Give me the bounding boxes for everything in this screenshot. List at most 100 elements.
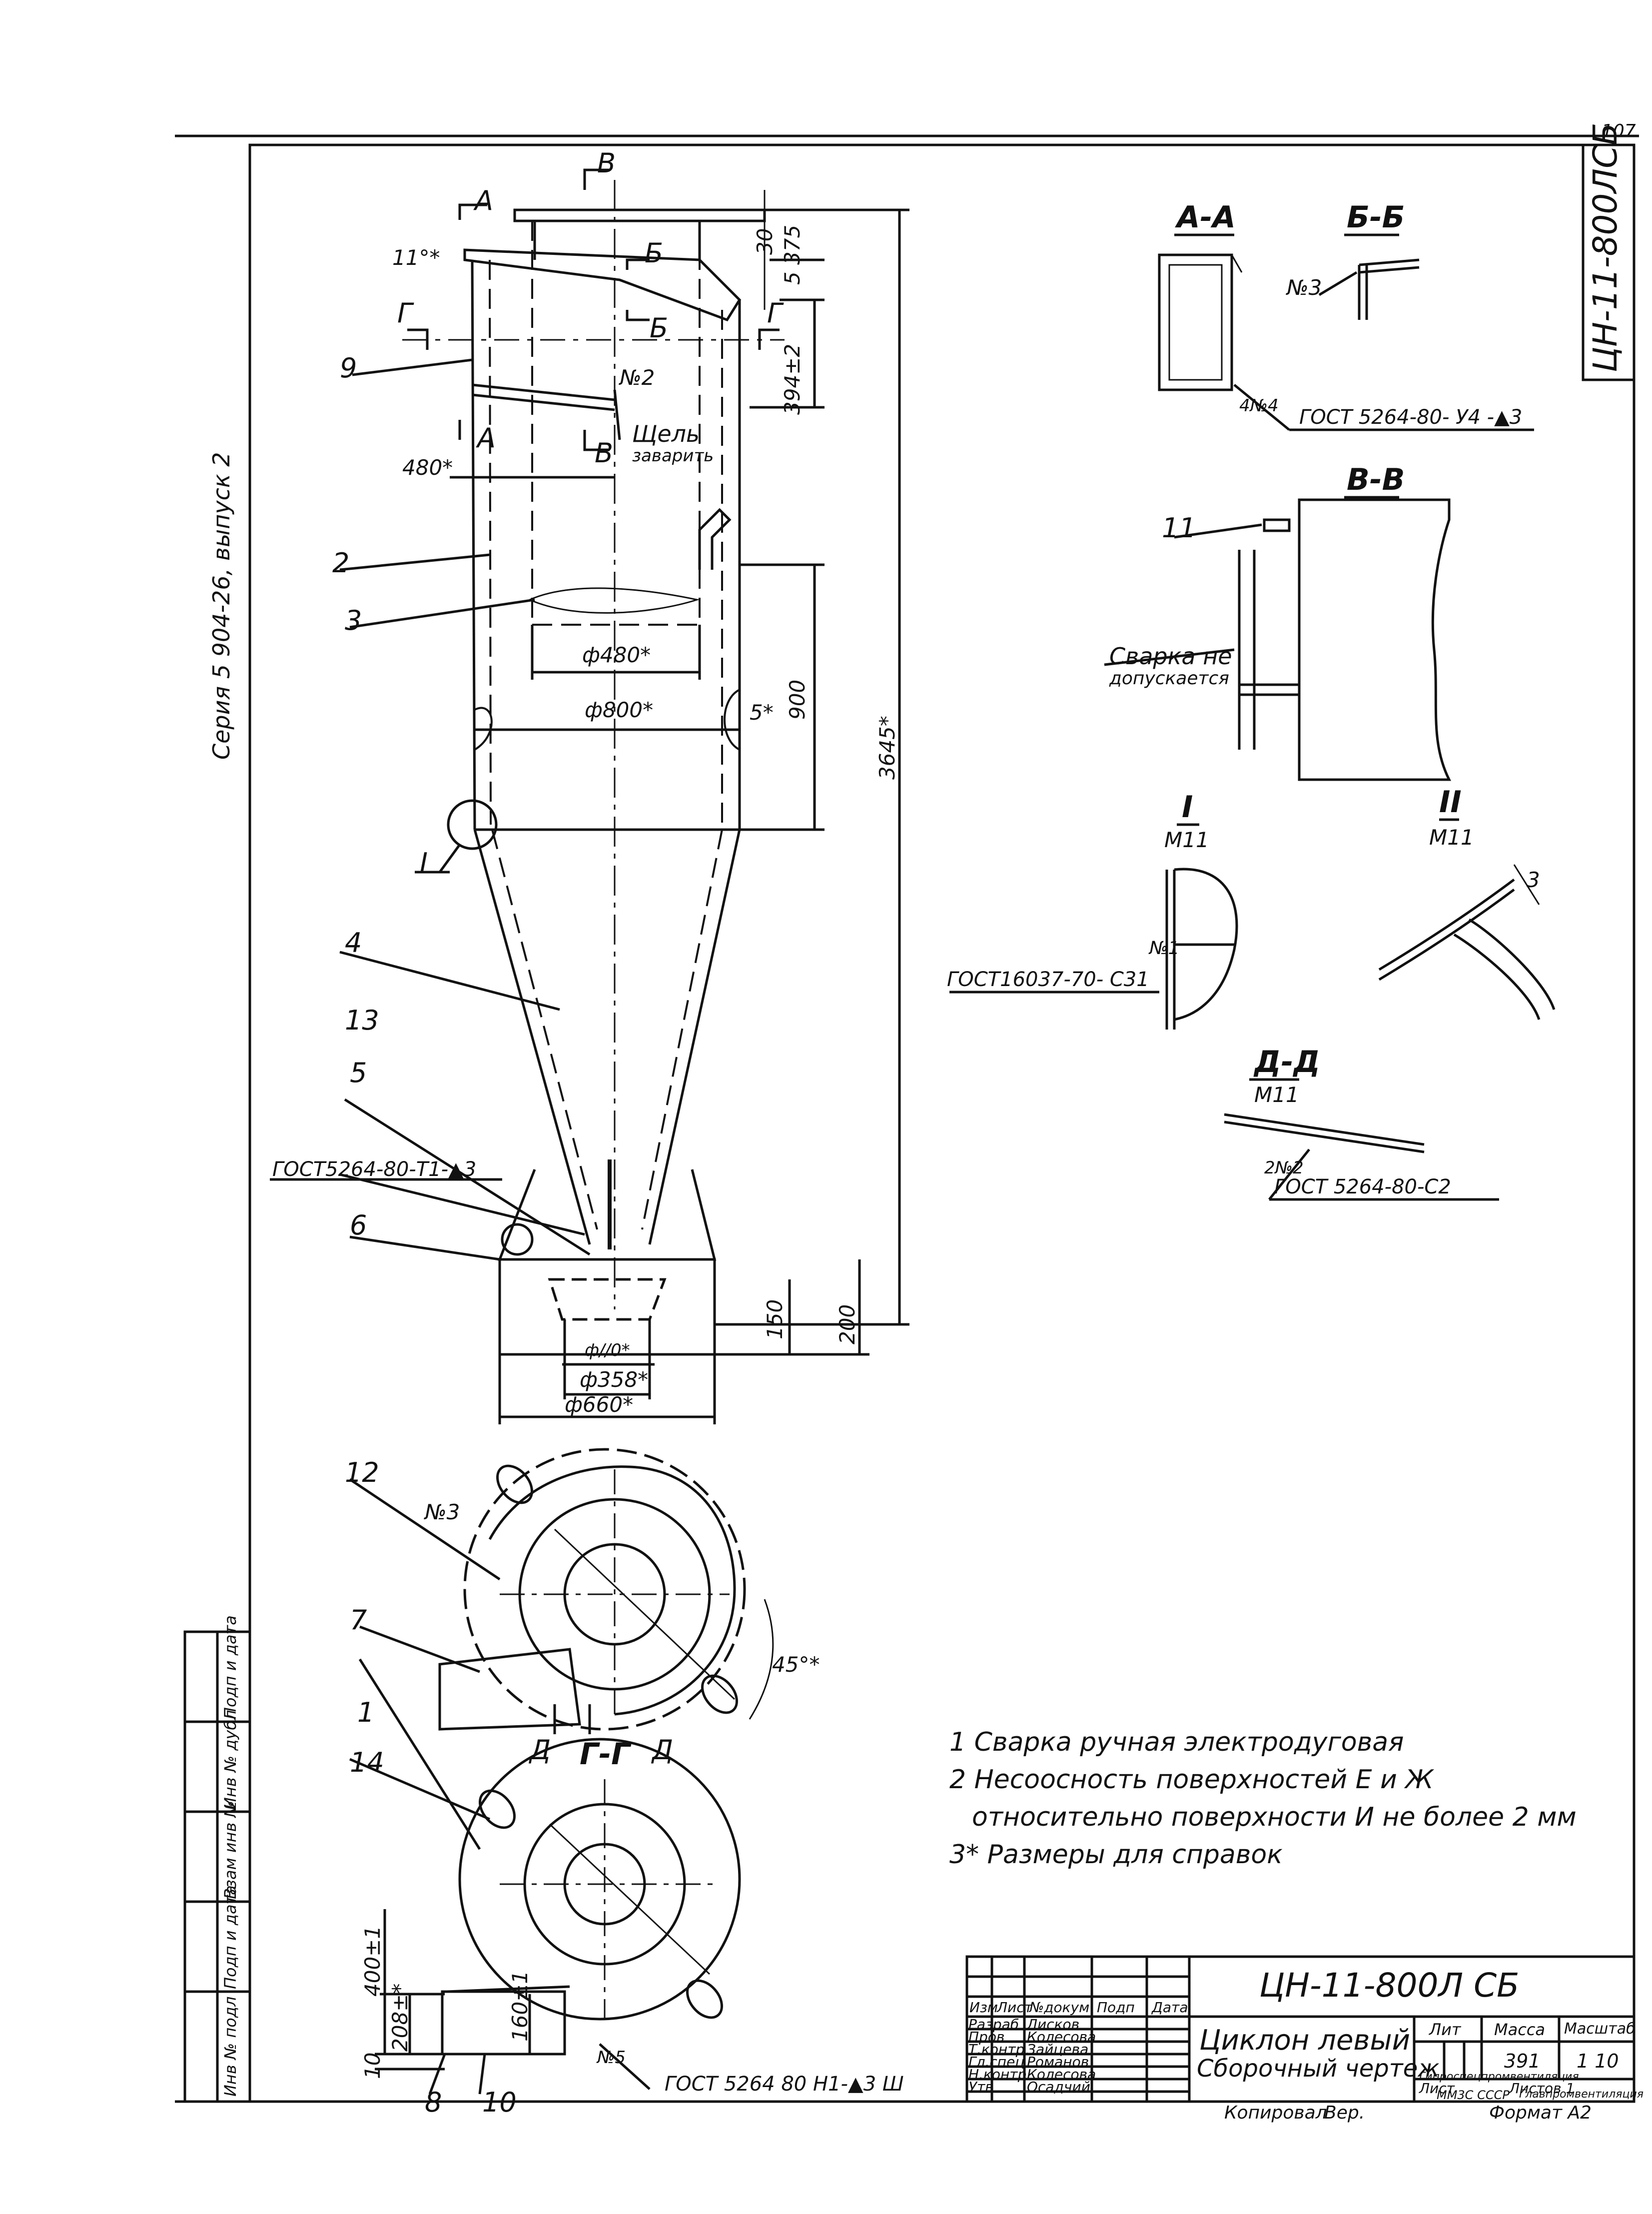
weld-no2: №2 — [620, 365, 655, 390]
tb-lit-label: Лит — [1429, 2020, 1461, 2039]
tb-copied-by: Вер. — [1324, 2103, 1365, 2123]
tb-scale: 1 10 — [1577, 2050, 1619, 2072]
note-2-cont: относительно поверхности И не более 2 мм — [972, 1802, 1577, 1832]
dim-200-label: 200 — [835, 1304, 859, 1344]
tb-role-3: Т.контр — [968, 2041, 1025, 2058]
detail-ii-title: II — [1439, 785, 1462, 820]
leader-8: 8 — [425, 2087, 442, 2118]
section-dd-title: Д-Д — [1254, 1045, 1320, 1080]
dim-wall5: 5* — [750, 700, 774, 725]
note-2: 2 Несоосность поверхностей Е и Ж — [949, 1765, 1434, 1795]
section-dd-profile — [1224, 1113, 1425, 1153]
section-aa-title: А-А — [1177, 200, 1236, 235]
detail-I-circle — [447, 799, 498, 850]
side-code-box — [1582, 143, 1636, 381]
leader-14: 14 — [350, 1747, 384, 1778]
weld-no4: 4№4 — [1239, 396, 1279, 416]
cut-mark-v-bottom: В — [595, 437, 614, 469]
weld-no2-dd: 2№2 — [1264, 1158, 1304, 1178]
dim-3645-label: 3645* — [875, 716, 899, 780]
section-aa-profile — [1158, 253, 1233, 391]
spiral-inlet — [463, 248, 742, 322]
tb-sheet: Лист — [1419, 2080, 1455, 2097]
support-left — [498, 1169, 565, 1261]
note-3: 3* Размеры для справок — [949, 1840, 1283, 1870]
dim-900-label: 900 — [785, 679, 810, 720]
tb-name-2r: Колесова — [1027, 2029, 1096, 2045]
detail-II-profile — [1378, 878, 1556, 1020]
leader-12: 12 — [345, 1457, 379, 1488]
detail-I-profile — [1165, 868, 1238, 1030]
detail-i-title: I — [1182, 790, 1193, 825]
section-vv-profile — [1298, 498, 1452, 781]
tb-name-4r: Романов — [1027, 2054, 1089, 2070]
shell-left — [471, 259, 476, 830]
tb-head-role: Изм — [969, 1999, 998, 2016]
series-text: Серия 5 904-26, выпуск 2 — [208, 452, 235, 760]
detail-i-scale: М11 — [1164, 828, 1209, 852]
gost-detail-i: ГОСТ16037-70- С31 — [947, 968, 1149, 991]
section-bb-title: Б-Б — [1347, 200, 1405, 235]
outlet-flange — [513, 208, 766, 222]
gg-outer — [458, 1738, 741, 2021]
leader-9: 9 — [340, 352, 357, 384]
dim-150-label: 150 — [763, 1299, 787, 1339]
page-number: 107 — [1602, 121, 1636, 141]
section-dd-scale: М11 — [1254, 1083, 1299, 1107]
handle — [698, 508, 732, 570]
tb-mass: 391 — [1504, 2050, 1541, 2072]
tb-code: ЦН-11-800Л СБ — [1259, 1966, 1520, 2005]
dim-400: 400±1 — [360, 1925, 385, 1997]
tb-name-5r: Колесова — [1027, 2066, 1096, 2083]
cut-mark-detail-i: I — [420, 847, 428, 879]
side-code: ЦН-11-800ЛСБ — [1586, 122, 1625, 372]
tb-sheets: Листов 1 — [1509, 2080, 1575, 2097]
strip-label-1: Подп и дата — [221, 1615, 240, 1719]
section-bb-profile — [1358, 258, 1420, 320]
leader-10: 10 — [482, 2087, 517, 2118]
tb-org-1: ММ3С СССР — [1437, 2088, 1510, 2102]
leader-3: 3 — [345, 605, 362, 636]
dim-3: 3 — [1527, 868, 1540, 892]
tb-org-3: Гипроспецпромвентиляция — [1419, 2071, 1579, 2083]
tb-head-name: Лист — [997, 1999, 1032, 2016]
plan-outer — [463, 1448, 746, 1731]
cut-mark-b-bottom: Б — [650, 312, 669, 344]
leader-6: 6 — [350, 1209, 367, 1241]
tb-role-1: Разраб — [968, 2016, 1019, 2033]
dim-angle45: 45°* — [772, 1652, 820, 1677]
weld-no3-bb: №3 — [1287, 275, 1322, 300]
note-1: 1 Сварка ручная электродуговая — [949, 1727, 1404, 1757]
helix-plate — [472, 383, 615, 411]
leader-2: 2 — [332, 547, 350, 579]
cut-mark-v-top: В — [597, 147, 616, 179]
weld-no5: №5 — [597, 2048, 626, 2068]
leader-1: 1 — [357, 1697, 375, 1728]
slot-label: Щель — [632, 420, 700, 447]
strip-label-2: Инв № дубл — [221, 1710, 240, 1809]
gost-gg: ГОСТ 5264 80 Н1-▲3 Ш — [665, 2073, 904, 2096]
cut-mark-b-top: Б — [645, 237, 664, 269]
leader-7: 7 — [350, 1604, 367, 1636]
tb-org-2: Главпромвентиляция — [1519, 2088, 1644, 2101]
detail-ii-scale: М11 — [1429, 825, 1474, 850]
tb-copied: Копировал — [1224, 2103, 1327, 2123]
strip-label-5: Инв № подл — [221, 1996, 240, 2097]
cut-mark-g-left: Г — [397, 297, 413, 329]
tb-name-2: Сборочный чертеж — [1197, 2055, 1440, 2083]
section-vv-title: В-В — [1347, 462, 1405, 497]
tb-name-6r: Осадчий — [1027, 2079, 1090, 2095]
tb-name-1r: Лисков — [1027, 2016, 1080, 2033]
dim-10: 10 — [360, 2052, 385, 2079]
cut-mark-d-right: Д — [652, 1734, 674, 1766]
weld-no3-plan: №3 — [425, 1500, 460, 1524]
dim-160: 160±1 — [508, 1970, 532, 2042]
slot-label-2: заварить — [632, 446, 714, 466]
tb-format: Формат А2 — [1489, 2103, 1592, 2123]
gost-aa: ГОСТ 5264-80- У4 -▲3 — [1299, 406, 1523, 429]
tb-head-doc: №докум — [1029, 1999, 1090, 2016]
weld-forbidden-line2: допускается — [1109, 668, 1229, 689]
section-gg-title: Г-Г — [580, 1737, 631, 1772]
